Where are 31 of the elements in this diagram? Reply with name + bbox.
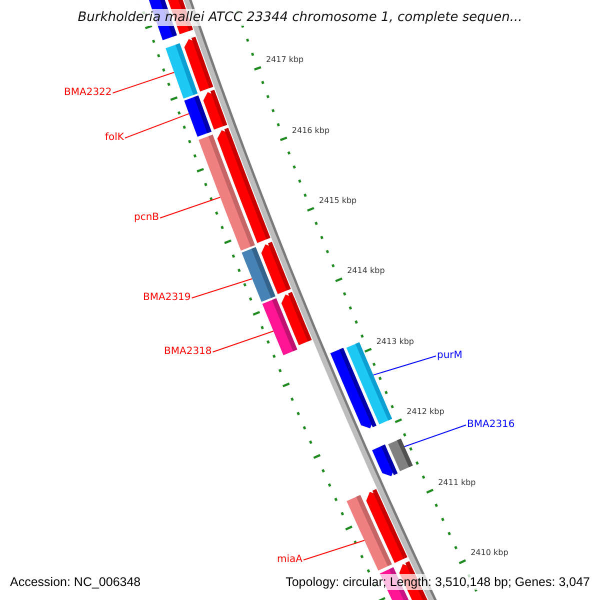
gene-label: miaA	[277, 554, 302, 566]
leader-line	[303, 540, 365, 560]
gene-block	[262, 298, 298, 356]
gene-label: purM	[437, 350, 462, 362]
leader-line	[191, 278, 253, 298]
gene-label: pcnB	[134, 212, 160, 224]
gene-block	[184, 96, 212, 137]
tick-label: 2415 kbp	[318, 196, 357, 206]
tick-label: 2412 kbp	[406, 407, 444, 418]
tick-label: 2417 kbp	[266, 55, 304, 66]
leader-line	[372, 356, 436, 376]
leader-line	[112, 72, 175, 94]
footer-text: Topology: circular; Length: 3,510,148 bp; Genes: 3,047	[284, 574, 592, 590]
tick-label: 2410 kbp	[470, 548, 508, 558]
gene-block	[198, 134, 255, 251]
gene-label: BMA2316	[467, 419, 515, 431]
tick-label: 2413 kbp	[376, 336, 414, 347]
tick-label: 2414 kbp	[347, 266, 385, 276]
tick-label: 2411 kbp	[438, 478, 476, 488]
tick-label: 2416 kbp	[292, 126, 330, 136]
leader-line	[160, 196, 221, 218]
gene-label: BMA2322	[64, 87, 112, 99]
gene-block	[166, 43, 198, 99]
gene-label: BMA2319	[143, 292, 191, 304]
gene-label: BMA2318	[164, 346, 212, 358]
leader-line	[124, 113, 190, 138]
gene-block	[346, 495, 392, 571]
gene-block	[388, 438, 413, 472]
footer-text: Accession: NC_006348	[8, 574, 143, 590]
gene-block	[242, 247, 276, 302]
gene-label: folK	[105, 132, 124, 144]
